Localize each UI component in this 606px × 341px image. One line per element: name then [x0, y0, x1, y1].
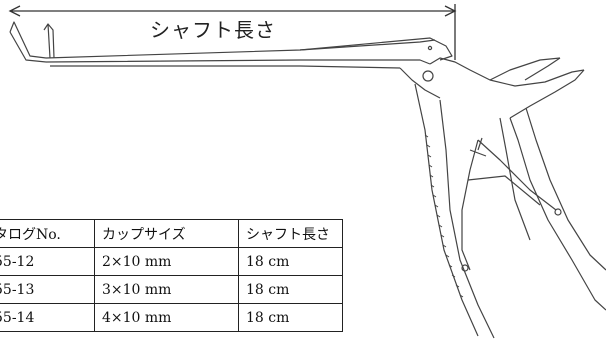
cell-shaft-length: 18 cm	[238, 303, 343, 332]
instrument-outline	[9, 21, 606, 339]
cell-cup-size: 2×10 mm	[94, 247, 239, 276]
cell-catalog-no: 55-13	[0, 275, 95, 304]
cell-catalog-no: 55-12	[0, 247, 95, 276]
header-cup-size: カップサイズ	[94, 219, 239, 248]
table-row: 55-13 3×10 mm 18 cm	[0, 275, 343, 304]
cell-shaft-length: 18 cm	[238, 247, 343, 276]
table-row: 55-14 4×10 mm 18 cm	[0, 303, 343, 332]
cell-cup-size: 4×10 mm	[94, 303, 239, 332]
header-shaft-length: シャフト長さ	[238, 219, 343, 248]
cell-shaft-length: 18 cm	[238, 275, 343, 304]
table-row: 55-12 2×10 mm 18 cm	[0, 247, 343, 276]
header-catalog-no: タログNo.	[0, 219, 95, 248]
cell-catalog-no: 55-14	[0, 303, 95, 332]
shaft-length-label: シャフト長さ	[150, 18, 276, 42]
shaft-length-dimension	[8, 4, 457, 60]
spec-table: タログNo. カップサイズ シャフト長さ 55-12 2×10 mm 18 cm…	[0, 219, 343, 332]
cell-cup-size: 3×10 mm	[94, 275, 239, 304]
table-header-row: タログNo. カップサイズ シャフト長さ	[0, 219, 343, 248]
